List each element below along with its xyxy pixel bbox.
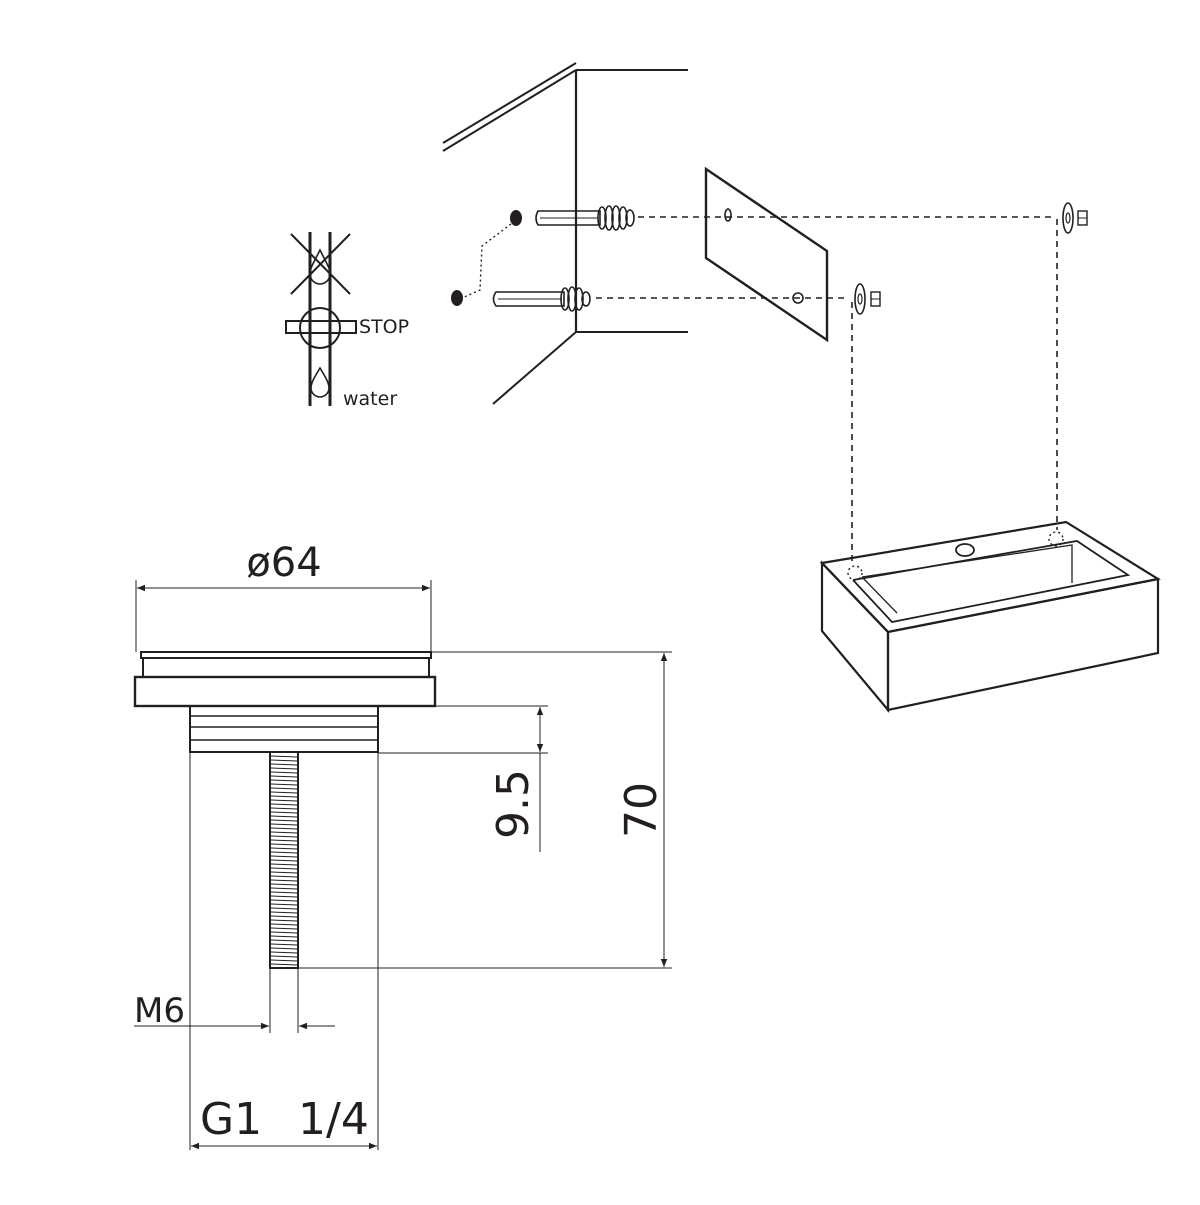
rod-thread-ridge bbox=[270, 815, 298, 818]
water-label: water bbox=[343, 388, 397, 410]
water-stop-valve-symbol: STOP water bbox=[285, 232, 409, 410]
rod-thread-ridge bbox=[270, 863, 298, 866]
rod-thread-ridge bbox=[270, 763, 298, 766]
rod-thread-ridge bbox=[270, 903, 298, 906]
total-height-label: 70 bbox=[616, 782, 667, 838]
rod-thread-ridge bbox=[270, 855, 298, 858]
m6-threaded-rod bbox=[269, 751, 299, 969]
rod-thread-ridge bbox=[270, 823, 298, 826]
stop-label: STOP bbox=[359, 316, 409, 338]
rod-thread-ridge bbox=[270, 867, 298, 870]
rod-thread-ridge bbox=[270, 811, 298, 814]
no-water-cross-icon bbox=[290, 233, 351, 295]
rod-thread-ridge bbox=[270, 875, 298, 878]
rod-thread-ridge bbox=[270, 899, 298, 902]
rod-thread-ridge bbox=[270, 827, 298, 830]
rod-thread-ridge bbox=[270, 927, 298, 930]
alignment-guides bbox=[596, 216, 1058, 566]
rod-thread-ridge bbox=[270, 839, 298, 842]
rod-thread-ridge bbox=[270, 787, 298, 790]
drill-holes bbox=[451, 210, 522, 306]
rod-thread-ridge bbox=[270, 883, 298, 886]
mounting-template bbox=[704, 166, 829, 343]
rod-thread-ridge bbox=[270, 803, 298, 806]
dimension-pipe-thread: G1 1/4 bbox=[189, 752, 379, 1150]
rod-thread-ridge bbox=[270, 915, 298, 918]
rod-thread-ridge bbox=[270, 771, 298, 774]
rod-thread-ridge bbox=[270, 963, 298, 966]
rod-thread-ridge bbox=[270, 835, 298, 838]
pipe-thread-label-a: G1 bbox=[200, 1094, 262, 1145]
rod-thread-ridge bbox=[270, 779, 298, 782]
diameter-label: ø64 bbox=[246, 540, 321, 586]
rod-thread-ridge bbox=[270, 959, 298, 962]
rod-thread-ridge bbox=[270, 799, 298, 802]
washer-nut-left bbox=[854, 283, 881, 315]
valve-handle bbox=[285, 320, 357, 334]
rod-thread-ridge bbox=[270, 775, 298, 778]
rod-thread-ridge bbox=[270, 783, 298, 786]
rod-thread-ridge bbox=[270, 939, 298, 942]
rod-thread-ridge bbox=[270, 755, 298, 758]
rod-thread-ridge bbox=[270, 955, 298, 958]
water-drop-icon bbox=[310, 366, 330, 398]
rod-thread-ridge bbox=[270, 791, 298, 794]
washer-nut-right bbox=[1062, 202, 1088, 234]
rod-thread-ridge bbox=[270, 843, 298, 846]
rod-thread-ridge bbox=[270, 887, 298, 890]
rod-thread-ridge bbox=[270, 759, 298, 762]
rod-thread-ridge bbox=[270, 767, 298, 770]
rod-thread-ridge bbox=[270, 947, 298, 950]
rod-thread-ridge bbox=[270, 831, 298, 834]
rod-thread-ridge bbox=[270, 935, 298, 938]
rod-thread-ridge bbox=[270, 891, 298, 894]
tap-hole bbox=[955, 543, 975, 557]
wall-anchor-lower bbox=[492, 286, 591, 312]
rod-thread-ridge bbox=[270, 807, 298, 810]
dimension-total-height: 70 bbox=[298, 651, 672, 969]
rod-thread-ridge bbox=[270, 919, 298, 922]
rod-thread-ridge bbox=[270, 795, 298, 798]
rod-thread-ridge bbox=[270, 895, 298, 898]
wash-basin bbox=[819, 520, 1161, 714]
rod-thread-ridge bbox=[270, 879, 298, 882]
rod-thread-ridge bbox=[270, 859, 298, 862]
rod-thread-ridge bbox=[270, 819, 298, 822]
rod-thread-ridge bbox=[270, 871, 298, 874]
dimension-diameter: ø64 bbox=[135, 540, 432, 652]
rod-thread-ridge bbox=[270, 911, 298, 914]
rod-thread-ridge bbox=[270, 907, 298, 910]
rod-thread-ridge bbox=[270, 847, 298, 850]
rod-thread-ridge bbox=[270, 851, 298, 854]
m6-label: M6 bbox=[134, 991, 185, 1031]
dimension-m6: M6 bbox=[134, 968, 335, 1033]
rod-thread-ridge bbox=[270, 951, 298, 954]
rod-thread-ridge bbox=[270, 923, 298, 926]
dimension-thread-length: 9.5 bbox=[378, 705, 548, 852]
wall-anchor-upper bbox=[535, 205, 635, 231]
waste-valve-drawing bbox=[133, 651, 437, 969]
wall-corner bbox=[442, 62, 688, 405]
rod-thread-ridge bbox=[270, 943, 298, 946]
thread-length-label: 9.5 bbox=[488, 769, 539, 839]
rod-thread-ridge bbox=[270, 931, 298, 934]
pipe-thread-label-b: 1/4 bbox=[298, 1094, 369, 1145]
